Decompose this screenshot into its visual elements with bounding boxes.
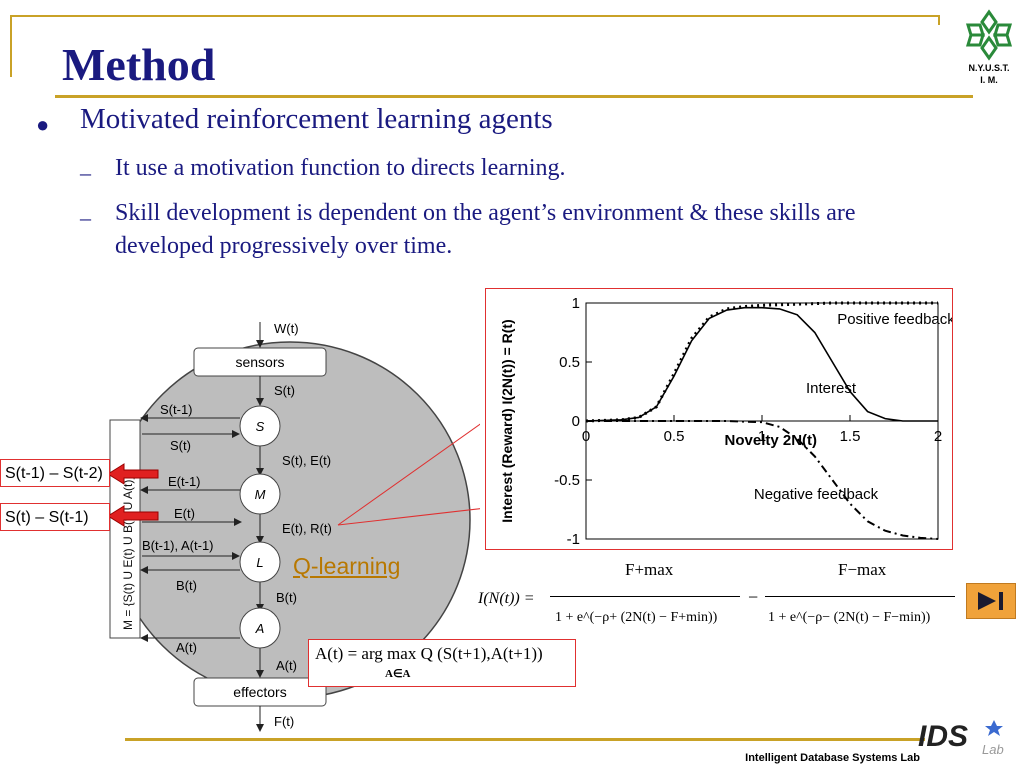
sub-item-2: Skill development is dependent on the ag…	[115, 200, 856, 259]
memory-bar	[109, 419, 141, 639]
dash-icon: –	[80, 205, 91, 230]
svg-text:S(t): S(t)	[170, 438, 191, 453]
y-tick-label: 0	[572, 413, 580, 430]
action-formula-sub: A∈A	[385, 668, 411, 680]
svg-text:E(t-1): E(t-1)	[168, 474, 201, 489]
diff-box-2: S(t) – S(t-1)	[0, 503, 110, 531]
f-output-label: F(t)	[274, 714, 294, 729]
y-tick-label: 1	[572, 295, 580, 312]
annotation-negative: Negative feedback	[754, 486, 879, 503]
next-end-button[interactable]	[966, 583, 1016, 619]
memory-bar-label: M = {S(t) U E(t) U B(t) U A(t)}	[121, 476, 135, 630]
x-tick-label: 2	[934, 428, 942, 445]
frame-left-rule	[10, 15, 12, 77]
footer-lab-name: Intelligent Database Systems Lab	[745, 752, 920, 764]
fraction-bar-2	[765, 596, 955, 597]
agent-diagram: M = {S(t) U E(t) U B(t) U A(t)} sensors …	[107, 321, 480, 732]
interest-formula-lhs: I(N(t)) =	[478, 590, 535, 607]
svg-text:S(t-1): S(t-1)	[160, 402, 193, 417]
footer-rule	[125, 738, 925, 741]
action-formula-box: A(t) = arg max Q (S(t+1),A(t+1)) A∈A	[308, 639, 576, 687]
svg-text:S(t): S(t)	[274, 383, 295, 398]
x-tick-label: 1	[758, 428, 766, 445]
svg-text:Lab: Lab	[982, 742, 1004, 757]
den-neg: 1 + e^(−ρ− (2N(t) − F−min))	[768, 610, 931, 625]
svg-text:M: M	[255, 487, 266, 502]
logo-text: N.Y.U.S.T. I. M.	[958, 62, 1020, 86]
svg-text:S(t), E(t): S(t), E(t)	[282, 453, 331, 468]
q-learning-link[interactable]: Q-learning	[293, 553, 401, 579]
x-tick-label: 1.5	[840, 428, 861, 445]
node-a	[239, 607, 281, 649]
svg-text:B(t): B(t)	[276, 590, 297, 605]
sensors-label: sensors	[235, 354, 284, 370]
diff-box-1: S(t-1) – S(t-2)	[0, 459, 110, 487]
effectors-label: effectors	[233, 684, 286, 700]
annotation-interest: Interest	[806, 380, 857, 397]
red-arrow-icon	[107, 463, 159, 485]
svg-text:E(t): E(t)	[174, 506, 195, 521]
series-line-2	[586, 420, 939, 540]
frame-right-rule	[938, 15, 940, 25]
svg-text:B(t): B(t)	[176, 578, 197, 593]
svg-text:B(t-1), A(t-1): B(t-1), A(t-1)	[142, 538, 214, 553]
svg-text:A: A	[255, 621, 265, 636]
red-arrow-icon	[107, 505, 159, 527]
y-tick-label: 0.5	[559, 354, 580, 371]
bullet-dot-icon: ●	[36, 112, 50, 137]
y-tick-label: -1	[567, 531, 580, 548]
logo-line1: N.Y.U.S.T.	[968, 63, 1010, 73]
interest-chart: 1 0.5 0 -0.5 -1 0 0.5 1 1.5 2 Novelty 2N(t) Interes…	[499, 295, 955, 548]
x-tick-label: 0	[582, 428, 590, 445]
bullet-main: Motivated reinforcement learning agents	[80, 103, 553, 135]
nyust-logo-icon	[965, 9, 1013, 61]
frame-top-rule	[10, 15, 940, 17]
y-axis-label: Interest (Reward) I(2N(t)) = R(t)	[499, 319, 515, 522]
svg-text:IDS: IDS	[918, 720, 968, 753]
fmax-neg: F−max	[838, 560, 887, 579]
dash-icon: –	[80, 160, 91, 185]
svg-text:S: S	[256, 419, 265, 434]
w-input-label: W(t)	[274, 321, 299, 336]
node-l	[239, 541, 281, 583]
action-formula: A(t) = arg max Q (S(t+1),A(t+1))	[315, 644, 543, 663]
svg-text:A(t): A(t)	[276, 658, 297, 673]
title-rule	[55, 95, 973, 98]
formula-minus: −	[748, 587, 759, 607]
x-axis-label: Novelty 2N(t)	[725, 432, 818, 449]
fraction-bar-1	[550, 596, 740, 597]
node-s	[239, 405, 281, 447]
annotation-positive: Positive feedback	[837, 311, 952, 328]
node-m	[239, 473, 281, 515]
x-tick-label: 0.5	[664, 428, 685, 445]
interest-chart-frame: 1 0.5 0 -0.5 -1 0 0.5 1 1.5 2 Novelty 2N(t) Interes…	[485, 288, 955, 550]
den-pos: 1 + e^(−ρ+ (2N(t) − F+min))	[555, 610, 718, 625]
sub-item-1: It use a motivation function to directs …	[115, 155, 566, 181]
skip-end-icon	[978, 592, 1003, 610]
logo-line2: I. M.	[980, 75, 998, 85]
svg-text:E(t), R(t): E(t), R(t)	[282, 521, 332, 536]
y-tick-label: -0.5	[554, 472, 580, 489]
svg-text:L: L	[256, 555, 263, 570]
ids-lab-logo-icon: IDS Lab	[918, 720, 1004, 757]
slide-title: Method	[62, 39, 216, 90]
svg-text:A(t): A(t)	[176, 640, 197, 655]
fmax-pos: F+max	[625, 560, 674, 579]
